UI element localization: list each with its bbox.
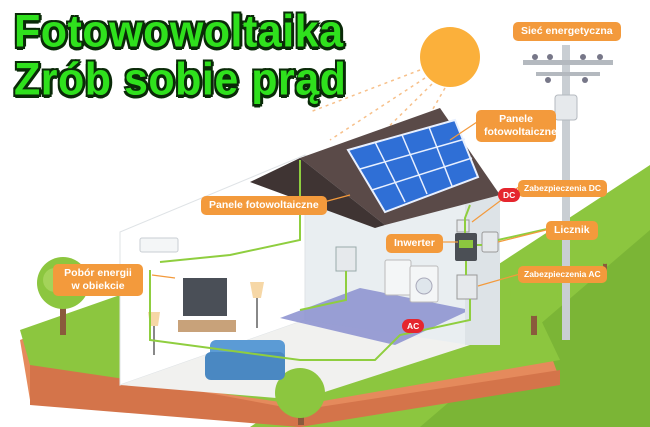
- grid-label: Sieć energetyczna: [513, 22, 621, 41]
- sofa-icon: [205, 340, 285, 380]
- ac-protection-label: Zabezpieczenia AC: [518, 266, 607, 283]
- dc-protection-box-icon: [456, 219, 470, 233]
- solar-panels-icon: [346, 118, 480, 214]
- ground-soil-dark: [30, 360, 560, 427]
- washer-door-icon: [415, 277, 433, 295]
- tree-icon-front: [275, 368, 325, 425]
- tv-icon: [183, 278, 227, 316]
- title-line-2: Zrób sobie prąd: [14, 54, 347, 106]
- distribution-box-icon: [335, 246, 357, 272]
- lamp-icon-2: [250, 282, 264, 328]
- house-right-wall: [465, 185, 500, 345]
- boiler-icon: [384, 259, 412, 296]
- tv-stand-icon: [178, 320, 236, 332]
- air-conditioner-icon: [139, 237, 179, 253]
- ac-tag: AC: [402, 319, 425, 333]
- sun-icon: [420, 27, 480, 87]
- consumption-label: Pobór energii w obiekcie: [53, 264, 143, 296]
- ac-protection-box-icon: [456, 274, 478, 300]
- dc-protection-label: Zabezpieczenia DC: [518, 180, 607, 197]
- title-line-1: Fotowowoltaika: [14, 6, 344, 58]
- dc-tag: DC: [498, 188, 521, 202]
- inverter-screen: [459, 240, 473, 248]
- panels-label-right: Panele fotowoltaiczne: [476, 110, 557, 142]
- meter-label: Licznik: [546, 221, 598, 240]
- panels-label-left: Panele fotowoltaiczne: [201, 196, 327, 215]
- meter-icon: [481, 231, 499, 253]
- roof-edge: [250, 158, 385, 228]
- inverter-label: Inwerter: [386, 234, 443, 253]
